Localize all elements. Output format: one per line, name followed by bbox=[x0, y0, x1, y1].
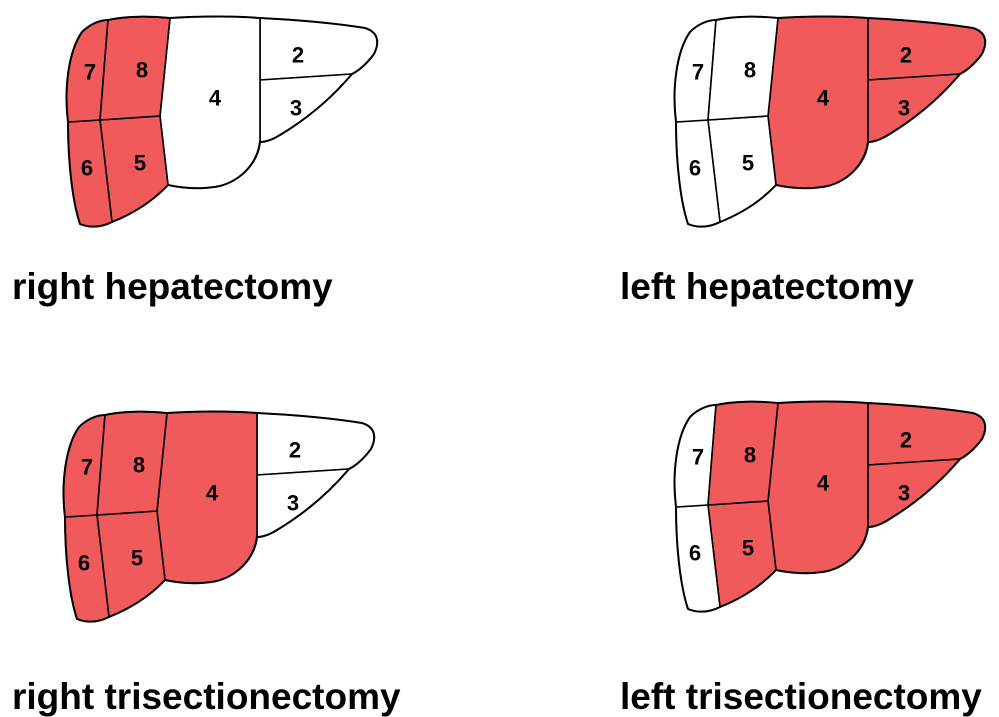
segment-label-5: 5 bbox=[742, 536, 754, 561]
segment-3-preserved bbox=[260, 74, 352, 142]
segment-label-2: 2 bbox=[900, 43, 912, 68]
liver-diagram: 7 8 6 5 4 2 3 bbox=[60, 10, 390, 235]
liver-diagram: 7 8 6 5 4 2 3 bbox=[668, 395, 998, 620]
segment-label-7: 7 bbox=[692, 445, 704, 470]
caption-left-trisectionectomy: left trisectionectomy bbox=[620, 678, 982, 715]
segment-label-6: 6 bbox=[689, 156, 701, 181]
segment-label-3: 3 bbox=[898, 481, 910, 506]
segment-label-6: 6 bbox=[689, 541, 701, 566]
caption-right-hepatectomy: right hepatectomy bbox=[12, 268, 333, 305]
segment-label-2: 2 bbox=[292, 43, 304, 68]
liver-diagram: 7 8 6 5 4 2 3 bbox=[668, 10, 998, 235]
panel-right-hepatectomy: 7 8 6 5 4 2 3 bbox=[60, 10, 460, 270]
segment-label-5: 5 bbox=[131, 546, 143, 571]
segment-label-3: 3 bbox=[287, 491, 299, 516]
segment-label-6: 6 bbox=[78, 551, 90, 576]
segment-label-3: 3 bbox=[898, 96, 910, 121]
segment-label-2: 2 bbox=[289, 438, 301, 463]
segment-label-7: 7 bbox=[84, 60, 96, 85]
panel-right-trisectionectomy: 7 8 6 5 4 2 3 bbox=[57, 405, 457, 665]
segment-label-5: 5 bbox=[742, 151, 754, 176]
segment-label-5: 5 bbox=[134, 151, 146, 176]
segment-label-7: 7 bbox=[81, 455, 93, 480]
segment-label-8: 8 bbox=[744, 443, 756, 468]
segment-label-3: 3 bbox=[290, 96, 302, 121]
caption-right-trisectionectomy: right trisectionectomy bbox=[12, 678, 401, 715]
segment-3-resected bbox=[868, 459, 960, 527]
caption-left-hepatectomy: left hepatectomy bbox=[620, 268, 914, 305]
segment-label-4: 4 bbox=[209, 86, 222, 111]
liver-diagram: 7 8 6 5 4 2 3 bbox=[57, 405, 387, 630]
segment-label-8: 8 bbox=[133, 453, 145, 478]
segment-label-8: 8 bbox=[136, 58, 148, 83]
segment-label-4: 4 bbox=[817, 471, 830, 496]
segment-label-6: 6 bbox=[81, 156, 93, 181]
segment-label-4: 4 bbox=[206, 481, 219, 506]
panel-left-hepatectomy: 7 8 6 5 4 2 3 bbox=[668, 10, 999, 270]
segment-label-4: 4 bbox=[817, 86, 830, 111]
segment-label-2: 2 bbox=[900, 428, 912, 453]
segment-label-7: 7 bbox=[692, 60, 704, 85]
segment-3-resected bbox=[868, 74, 960, 142]
segment-3-preserved bbox=[257, 469, 349, 537]
panel-left-trisectionectomy: 7 8 6 5 4 2 3 bbox=[668, 395, 999, 655]
segment-label-8: 8 bbox=[744, 58, 756, 83]
